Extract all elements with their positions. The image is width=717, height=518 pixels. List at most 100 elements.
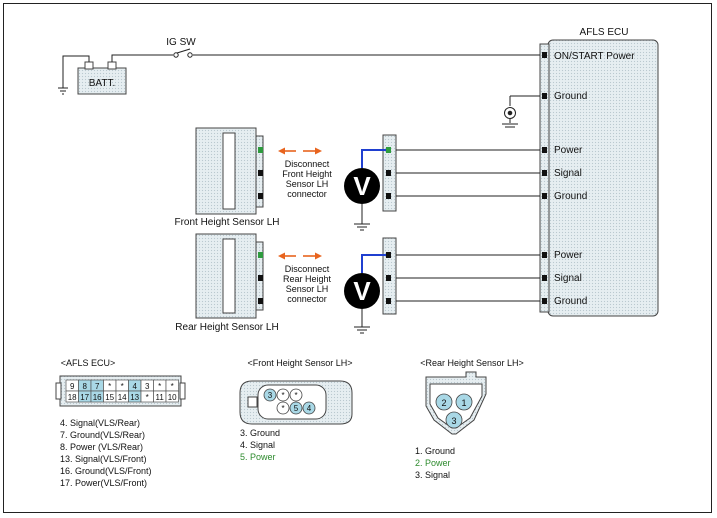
ecu-pin-label: ON/START Power <box>554 51 635 62</box>
battery-terminal-positive <box>107 61 117 70</box>
ecu-pin-front-ground: Ground <box>542 191 587 202</box>
ecu-connector-legend: 4. Signal(VLS/Rear) 7. Ground(VLS/Rear) … <box>60 418 152 488</box>
svg-text:4: 4 <box>307 404 312 413</box>
voltmeter-symbol: V <box>353 171 371 201</box>
rear-sensor-pin-signal <box>258 275 263 281</box>
ecu-pin-label: Ground <box>554 191 587 202</box>
svg-text:connector: connector <box>287 294 327 304</box>
voltmeter-icon <box>344 273 380 309</box>
front-voltmeter: V <box>344 149 386 231</box>
ecu-pin-rear-ground: Ground <box>542 296 587 307</box>
ecu-pin-on-start-power: ON/START Power <box>542 51 635 62</box>
rear-sensor-connector-face: <Rear Height Sensor LH> 2 1 3 <box>420 358 524 435</box>
front-disconnect-arrow <box>278 147 322 155</box>
ecu-pin-rear-signal: Signal <box>542 273 582 284</box>
svg-text:Disconnect: Disconnect <box>285 264 330 274</box>
svg-text:*: * <box>146 393 149 402</box>
ecu-pin-label: Ground <box>554 91 587 102</box>
ecu-connector <box>539 43 550 313</box>
ecu-pin-label: Ground <box>554 296 587 307</box>
ecu-pin-label: Signal <box>554 168 582 179</box>
rear-connector-legend: 1. Ground 2. Power 3. Signal <box>415 446 455 480</box>
power-wire <box>111 54 540 62</box>
svg-text:*: * <box>281 391 284 400</box>
battery-terminal-negative <box>84 61 94 70</box>
battery-label: BATT. <box>89 78 115 89</box>
ecu-connector-title: <AFLS ECU> <box>61 358 116 368</box>
svg-text:Front Height: Front Height <box>282 169 332 179</box>
rear-height-sensor: Rear Height Sensor LH <box>175 233 279 333</box>
svg-text:13: 13 <box>130 393 139 402</box>
front-sensor-name: Front Height Sensor LH <box>174 217 279 228</box>
rear-disconnect-arrow <box>278 252 322 260</box>
legend-item: 7. Ground(VLS/Rear) <box>60 430 145 440</box>
ecu-pin-label: Power <box>554 145 583 156</box>
legend-item-power: 5. Power <box>240 452 276 462</box>
svg-text:*: * <box>158 382 161 391</box>
svg-text:*: * <box>171 382 174 391</box>
svg-text:9: 9 <box>70 382 75 391</box>
ig-switch: IG SW <box>166 37 196 58</box>
ecu-ground-symbol <box>502 95 540 128</box>
ecu-connector-face: <AFLS ECU> 9 8 7 * * 4 3 * * 18 17 <box>55 358 186 407</box>
svg-text:*: * <box>294 391 297 400</box>
legend-item: 8. Power (VLS/Rear) <box>60 442 143 452</box>
voltmeter-icon <box>344 168 380 204</box>
svg-text:4: 4 <box>132 382 137 391</box>
legend-item: 13. Signal(VLS/Front) <box>60 454 147 464</box>
legend-item: 3. Ground <box>240 428 280 438</box>
legend-item: 4. Signal(VLS/Rear) <box>60 418 140 428</box>
battery-ground <box>58 55 90 95</box>
front-connector-title: <Front Height Sensor LH> <box>247 358 352 368</box>
legend-item: 4. Signal <box>240 440 275 450</box>
legend-item: 1. Ground <box>415 446 455 456</box>
rear-harness-connector <box>382 237 397 315</box>
ecu-title: AFLS ECU <box>580 27 629 38</box>
svg-text:11: 11 <box>156 393 165 402</box>
svg-text:7: 7 <box>95 382 100 391</box>
rear-voltmeter: V <box>344 254 386 334</box>
legend-item: 16. Ground(VLS/Front) <box>60 466 152 476</box>
battery-body <box>77 67 127 95</box>
svg-text:Rear Height: Rear Height <box>283 274 332 284</box>
front-disconnect-note: Disconnect Front Height Sensor LH connec… <box>282 159 332 199</box>
svg-text:connector: connector <box>287 189 327 199</box>
voltmeter-symbol: V <box>353 276 371 306</box>
svg-text:Disconnect: Disconnect <box>285 159 330 169</box>
rear-connector-title: <Rear Height Sensor LH> <box>420 358 524 368</box>
svg-text:14: 14 <box>118 393 127 402</box>
svg-text:*: * <box>108 382 111 391</box>
front-sensor-pin-power <box>258 147 263 153</box>
svg-text:1: 1 <box>461 398 466 408</box>
legend-item-power: 2. Power <box>415 458 451 468</box>
svg-text:16: 16 <box>93 393 102 402</box>
svg-text:15: 15 <box>105 393 114 402</box>
front-height-sensor: Front Height Sensor LH <box>174 127 280 228</box>
front-sensor-pin-ground <box>258 193 263 199</box>
rear-harness-wires <box>396 254 540 302</box>
svg-text:8: 8 <box>82 382 87 391</box>
svg-text:3: 3 <box>145 382 150 391</box>
front-sensor-pin-signal <box>258 170 263 176</box>
legend-item: 17. Power(VLS/Front) <box>60 478 147 488</box>
ecu-pin-front-signal: Signal <box>542 168 582 179</box>
front-sensor-connector-face: <Front Height Sensor LH> 3 * * * 5 4 <box>239 358 353 425</box>
rear-disconnect-note: Disconnect Rear Height Sensor LH connect… <box>283 264 332 304</box>
svg-text:17: 17 <box>80 393 89 402</box>
svg-text:*: * <box>121 382 124 391</box>
svg-text:5: 5 <box>294 404 299 413</box>
battery: BATT. <box>77 61 127 95</box>
rear-sensor-pin-power <box>258 252 263 258</box>
legend-item: 3. Signal <box>415 470 450 480</box>
svg-text:Sensor LH: Sensor LH <box>286 179 329 189</box>
ecu-pin-label: Power <box>554 250 583 261</box>
rear-sensor-pin-ground <box>258 298 263 304</box>
svg-text:3: 3 <box>268 391 273 400</box>
ecu-pin-front-power: Power <box>542 145 583 156</box>
svg-text:Sensor LH: Sensor LH <box>286 284 329 294</box>
svg-text:10: 10 <box>168 393 177 402</box>
ecu-pin-rear-power: Power <box>542 250 583 261</box>
front-connector-legend: 3. Ground 4. Signal 5. Power <box>240 428 280 462</box>
ig-switch-label: IG SW <box>166 37 196 48</box>
